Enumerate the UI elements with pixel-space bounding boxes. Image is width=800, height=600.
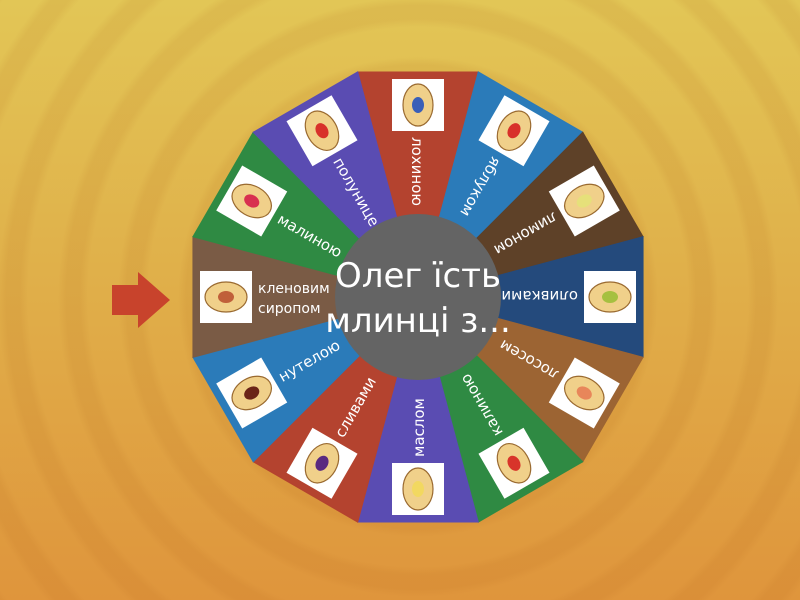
segment-label: маслом xyxy=(410,398,428,457)
segment-label: сиропом xyxy=(258,301,321,317)
pancake-image xyxy=(216,165,288,237)
arrow-right-icon xyxy=(112,272,170,328)
segment-content: оливками xyxy=(501,271,636,323)
pancake-image xyxy=(478,427,550,499)
pancake-image xyxy=(286,427,358,499)
pancake-image xyxy=(216,357,288,429)
segment-label: лохиною xyxy=(408,137,426,206)
pancake-image xyxy=(392,79,444,131)
pancake-image xyxy=(584,271,636,323)
center-text-line1: Олег їсть xyxy=(335,256,501,296)
pancake-image xyxy=(286,95,358,167)
center-text-line2: млинці з... xyxy=(325,301,511,341)
segment-label: оливками xyxy=(501,287,578,305)
pancake-image xyxy=(548,357,620,429)
segment-content: маслом xyxy=(392,398,444,515)
segment-label: кленовим xyxy=(258,281,330,297)
segment-content: кленовим сиропом xyxy=(200,271,330,323)
pancake-image xyxy=(478,95,550,167)
wheel-center[interactable] xyxy=(335,214,501,380)
pancake-image xyxy=(200,271,252,323)
segment-content: лохиною xyxy=(392,79,444,206)
pancake-image xyxy=(392,463,444,515)
pancake-image xyxy=(548,165,620,237)
